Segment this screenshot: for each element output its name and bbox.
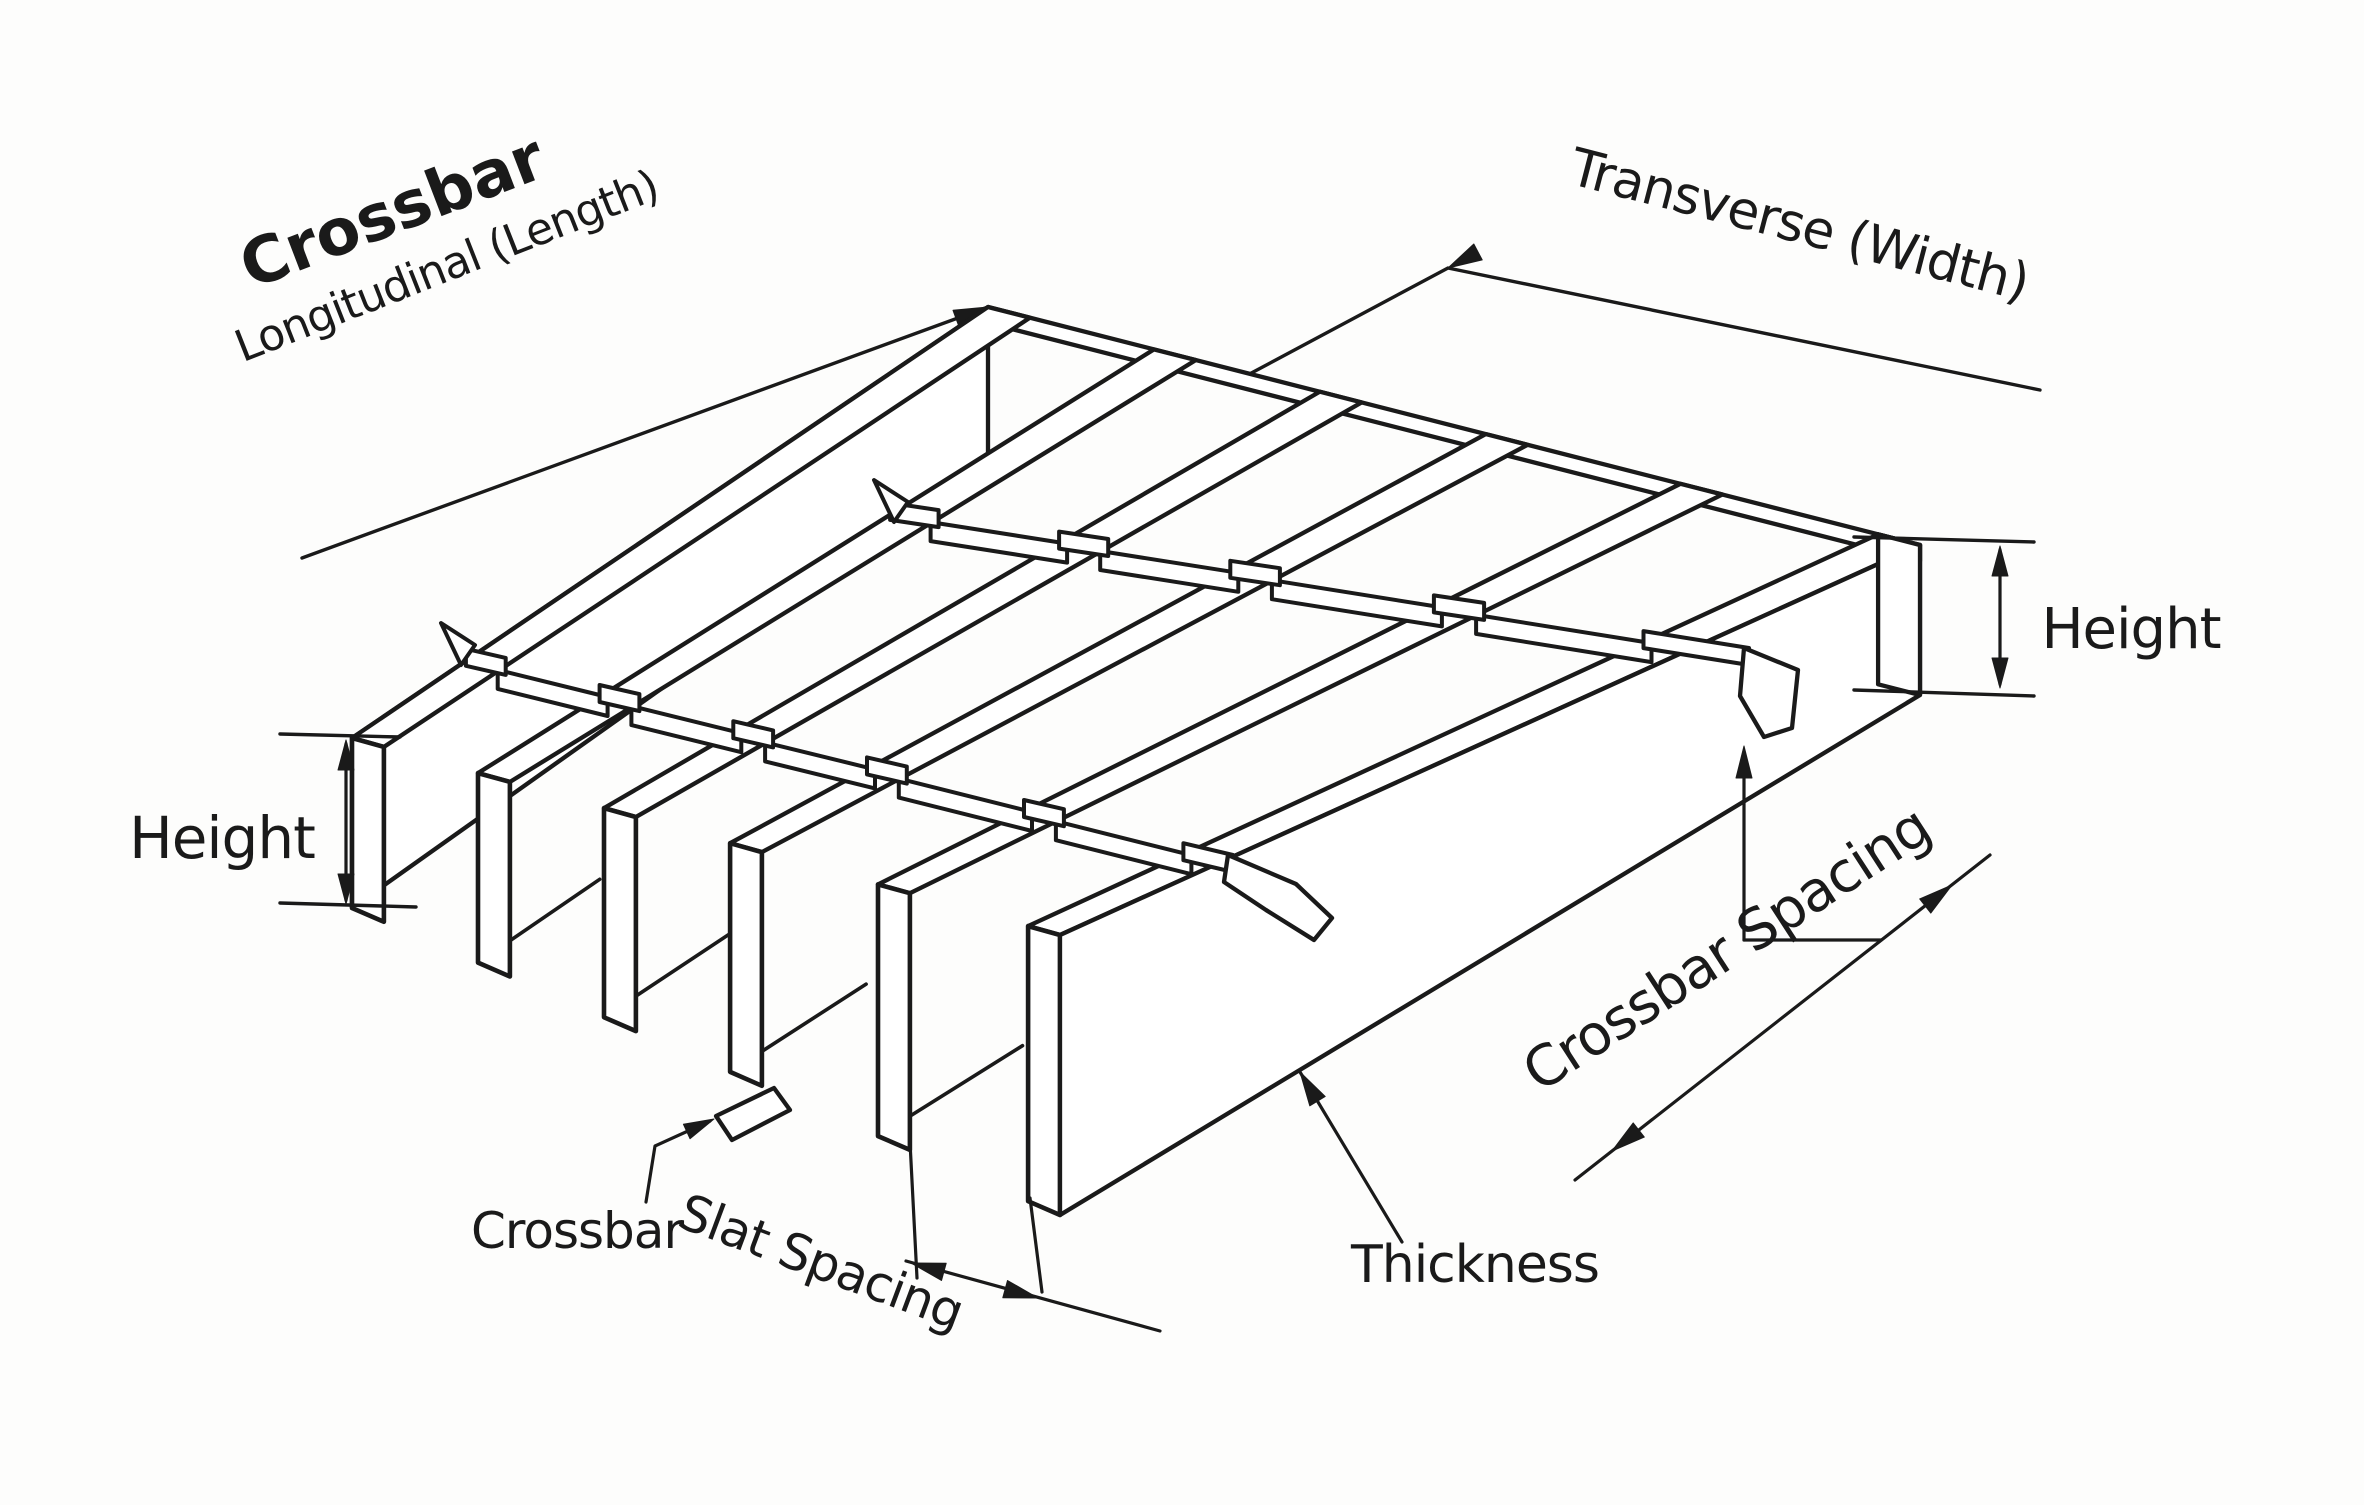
art-shape	[1002, 1280, 1039, 1299]
label-height-right: Height	[2041, 597, 2220, 662]
art-shape	[1474, 612, 1654, 665]
label-thickness: Thickness	[1350, 1235, 1599, 1295]
line-art	[278, 243, 2042, 1333]
art-shape	[1573, 853, 1992, 1182]
art-shape	[763, 740, 877, 791]
art-shape	[1431, 593, 1487, 622]
art-shape	[908, 1140, 919, 1280]
art-shape	[1022, 798, 1066, 829]
art-shape	[727, 840, 765, 1089]
art-shape	[1991, 545, 2009, 577]
art-shape	[1991, 657, 2009, 689]
art-shape	[1447, 243, 1483, 269]
art-shape	[597, 683, 642, 714]
art-shape	[1228, 558, 1282, 588]
label-height-left: Height	[129, 804, 315, 872]
art-shape	[278, 732, 402, 739]
art-shape	[682, 1118, 715, 1140]
art-shape	[1269, 578, 1444, 629]
art-shape	[1852, 688, 2036, 698]
art-shape	[278, 901, 418, 909]
art-shape	[1221, 852, 1335, 943]
art-shape	[1057, 529, 1111, 558]
art-shape	[337, 739, 355, 771]
art-shape	[1299, 1071, 1326, 1107]
art-shape	[713, 1085, 793, 1143]
art-shape	[300, 305, 990, 560]
art-shape	[439, 621, 477, 667]
art-shape	[1737, 645, 1801, 740]
art-shape	[1098, 549, 1241, 594]
art-shape	[1852, 535, 2036, 544]
label-transverse: Transverse (Width)	[1563, 137, 2035, 313]
art-shape	[910, 1262, 947, 1281]
art-shape	[349, 735, 387, 925]
art-shape	[896, 776, 1034, 833]
label-crossbar-bottom: Crossbar	[471, 1202, 684, 1260]
art-shape	[865, 755, 909, 786]
art-shape	[1028, 1196, 1044, 1294]
art-shape	[337, 873, 355, 905]
art-shape	[495, 667, 610, 718]
art-shape	[1919, 884, 1953, 914]
art-shape	[1025, 923, 1063, 1218]
art-shape	[872, 478, 910, 524]
art-shape	[1611, 1122, 1645, 1152]
label-slat-spacing: Slat Spacing	[671, 1183, 971, 1342]
art-shape	[928, 520, 1070, 565]
art-shape	[731, 719, 776, 750]
art-shape	[629, 704, 744, 755]
art-shape	[1735, 745, 1753, 779]
art-shape	[875, 882, 913, 1153]
art-shape	[1875, 532, 1923, 698]
art-shape	[1053, 819, 1194, 877]
art-shape	[475, 770, 513, 979]
art-shape	[601, 805, 639, 1034]
